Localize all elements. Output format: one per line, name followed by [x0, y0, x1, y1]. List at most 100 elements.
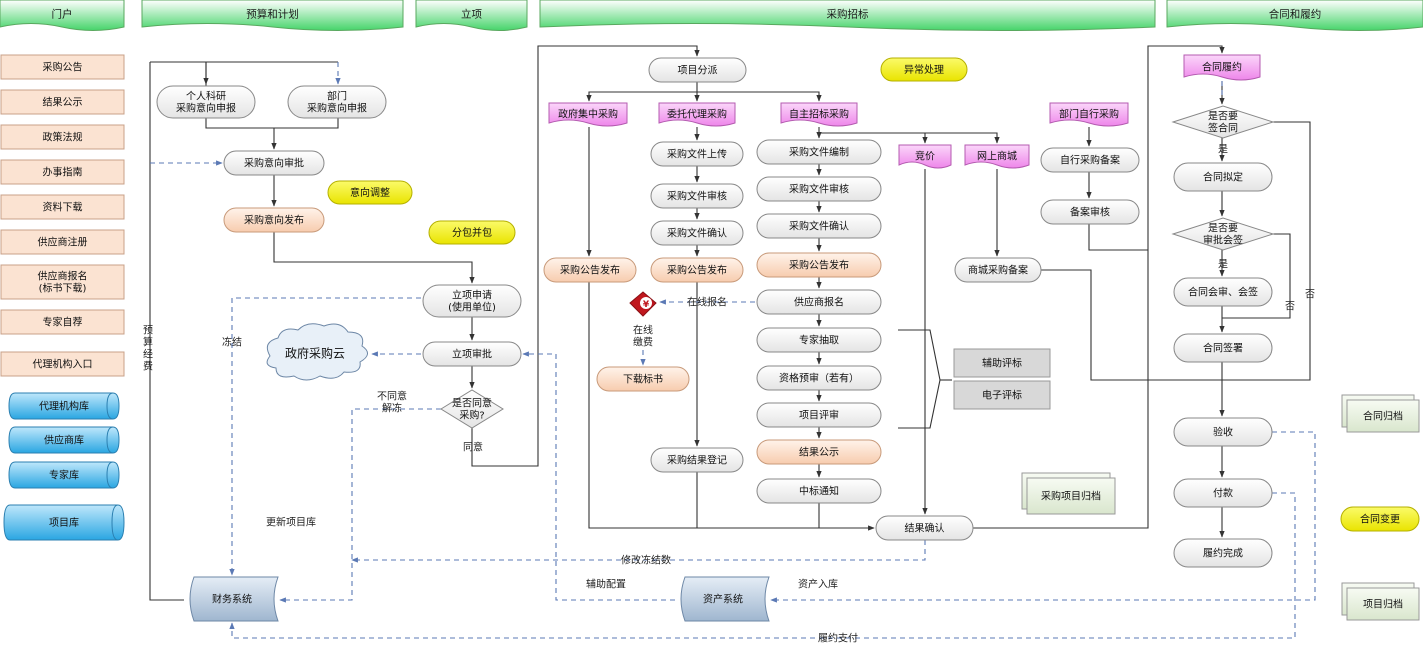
perform-complete	[1173, 538, 1273, 568]
portal-item-1[interactable]	[0, 89, 125, 115]
agent-step-1-label: 采购文件审核	[667, 190, 727, 203]
split-merge-label: 分包并包	[452, 226, 492, 239]
intent-publish	[223, 207, 325, 233]
contract-perform	[1183, 54, 1261, 81]
finance-system-label: 财务系统	[212, 593, 252, 606]
l-conf-out	[973, 45, 1225, 529]
self-step-3-label: 采购公告发布	[789, 259, 849, 272]
no1-label: 否	[1305, 289, 1315, 301]
payment-label: 付款	[1213, 487, 1233, 500]
portal-item-label-2: 政策法规	[43, 131, 83, 144]
fund-label: 预算经费	[143, 325, 153, 373]
portal-item-label-3: 办事指南	[43, 166, 83, 179]
portal-item-3[interactable]	[0, 159, 125, 185]
agent-result-label: 采购结果登记	[667, 454, 727, 467]
self-step-4	[756, 289, 882, 315]
portal-item-7[interactable]	[0, 309, 125, 335]
intent-approve	[223, 150, 325, 176]
self-proc	[780, 102, 858, 127]
bidding-header	[539, 0, 1156, 31]
d-accept-asset	[770, 431, 1316, 603]
agent-step-2	[650, 220, 744, 246]
intent-approve-label: 采购意向审批	[244, 157, 304, 170]
bid-archive-label: 采购项目归档	[1041, 490, 1101, 503]
contract-perform-label: 合同履约	[1202, 61, 1242, 74]
self-step-8	[756, 439, 882, 465]
self-step-0-label: 采购文件编制	[789, 146, 849, 159]
portal-item-label-7: 专家自荐	[43, 316, 83, 329]
self-step-7-label: 项目评审	[799, 409, 839, 422]
asset-in-label: 资产入库	[798, 578, 838, 591]
dept-self-proc	[1049, 102, 1129, 127]
portal-item-2[interactable]	[0, 124, 125, 150]
l-p-down1	[205, 118, 274, 129]
agent-step-1	[650, 183, 744, 209]
project-approve	[422, 341, 522, 367]
dept-filing	[1040, 147, 1140, 173]
result-confirm	[875, 515, 974, 541]
portal-header	[0, 0, 125, 31]
asset-system	[680, 576, 770, 622]
assist-config-label: 辅助配置	[586, 578, 626, 591]
bidding-header-title: 采购招标	[827, 8, 869, 21]
freeze-label: 冻结	[222, 336, 242, 349]
contract-change	[1340, 506, 1420, 532]
agree-label: 同意	[463, 441, 483, 454]
approve-decision	[1171, 217, 1275, 251]
finance-system	[189, 576, 279, 622]
l-eval-brace	[898, 329, 941, 429]
contract-sign-label: 合同签署	[1203, 342, 1243, 355]
mall-filing	[954, 257, 1042, 283]
online-mall-label: 网上商城	[977, 150, 1017, 163]
online-reg-label: 在线报名	[687, 296, 727, 309]
db-supplier-label: 供应商库	[44, 434, 84, 447]
budget-header-title: 预算和计划	[246, 8, 299, 21]
db-expert-edge	[106, 461, 114, 489]
portal-item-4[interactable]	[0, 194, 125, 220]
l-self-mall	[925, 132, 1000, 144]
agent-step-0	[650, 141, 744, 167]
db-agency-edge	[106, 392, 114, 420]
d-pay-fin	[229, 492, 1296, 639]
db-project-label: 项目库	[49, 516, 79, 529]
l-no-sign	[1222, 121, 1311, 381]
acceptance	[1173, 417, 1273, 447]
mall-filing-label: 商城采购备案	[968, 264, 1028, 277]
db-project-edge	[111, 504, 119, 541]
d-freeze	[229, 297, 421, 576]
self-step-1	[756, 176, 882, 202]
contract-sign	[1173, 333, 1273, 363]
intent-adjust	[327, 180, 413, 205]
portal-item-0[interactable]	[0, 54, 125, 80]
contract-draft	[1173, 162, 1273, 192]
gov-announce-label: 采购公告发布	[560, 264, 620, 277]
portal-item-6[interactable]	[0, 264, 125, 300]
l-dept-out	[1088, 224, 1148, 251]
bid-price-label: 竞价	[915, 150, 935, 163]
agent-result	[650, 447, 744, 473]
project-approve-label: 立项审批	[452, 348, 492, 361]
l-agree-bid	[471, 45, 700, 467]
project-archive-label: 项目归档	[1363, 598, 1403, 611]
dept-self-proc-label: 部门自行采购	[1059, 108, 1119, 121]
portal-item-5[interactable]	[0, 229, 125, 255]
l-gov-down	[588, 282, 875, 531]
e-eval	[953, 380, 1051, 410]
budget-header	[141, 0, 404, 31]
assist-eval-label: 辅助评标	[982, 357, 1022, 370]
agent-step-3-label: 采购公告发布	[667, 264, 727, 277]
dept-intent	[287, 85, 387, 119]
no2-label: 否	[1285, 301, 1295, 313]
contract-review	[1173, 277, 1273, 307]
dept-review-label: 备案审核	[1070, 206, 1110, 219]
agent-proc-label: 委托代理采购	[667, 108, 727, 121]
contract-archive	[1346, 399, 1420, 433]
portal-item-label-4: 资料下载	[43, 201, 83, 214]
sign-decision	[1171, 105, 1275, 139]
l-mall-out	[1041, 269, 1222, 381]
portal-item-label-8: 代理机构入口	[33, 358, 93, 371]
personal-intent-label: 个人科研采购意向申报	[176, 90, 236, 115]
self-step-1-label: 采购文件审核	[789, 183, 849, 196]
portal-item-8[interactable]	[0, 351, 125, 377]
